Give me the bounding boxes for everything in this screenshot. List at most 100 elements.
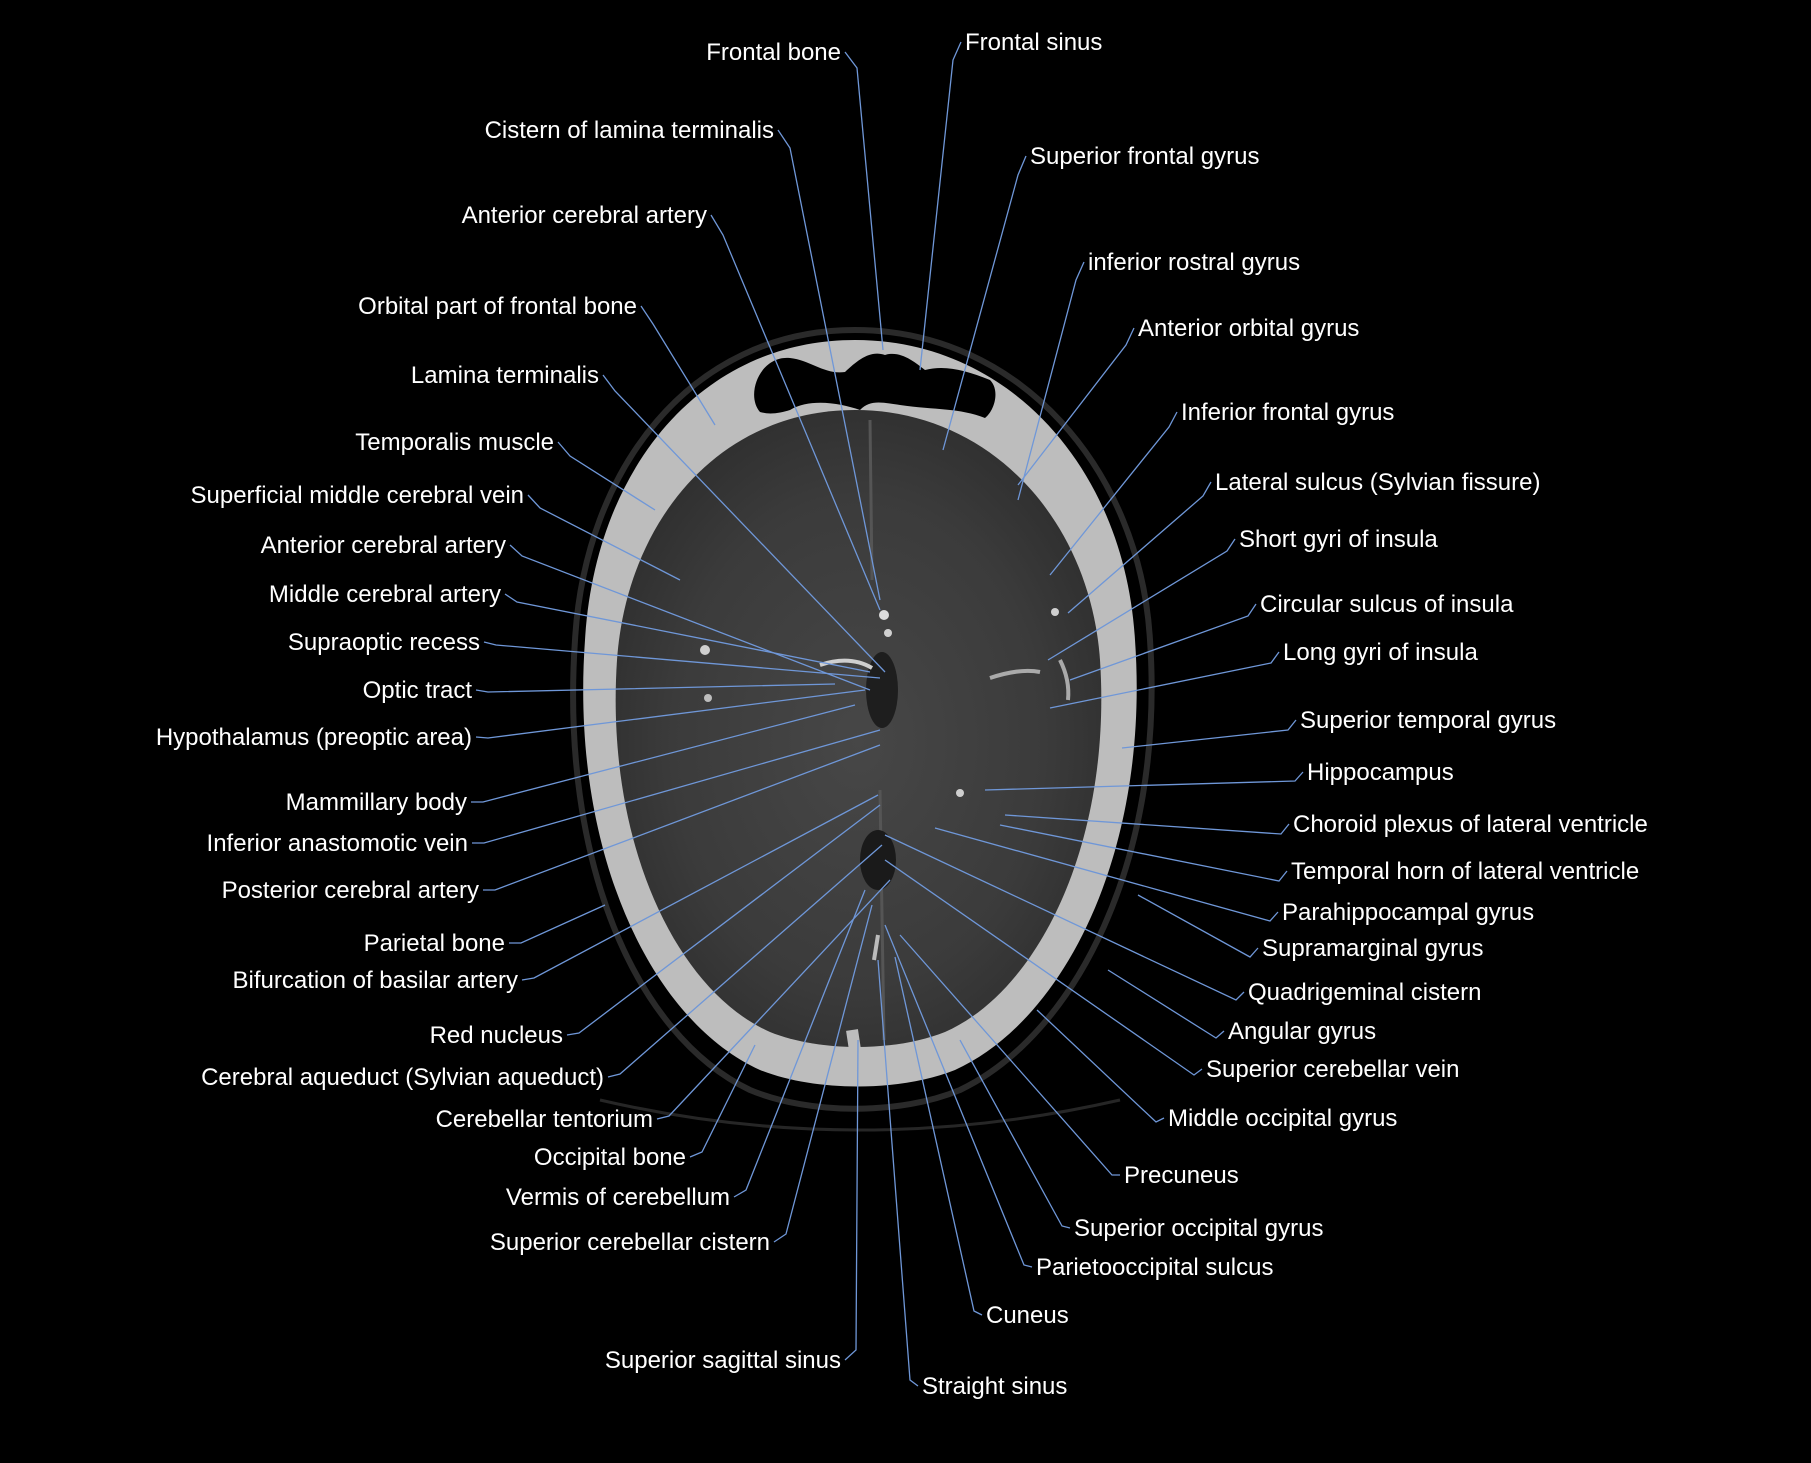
midbrain-region xyxy=(866,652,898,728)
frontal-sinus-air xyxy=(754,353,996,418)
vessel-spot xyxy=(704,694,712,702)
leader-line-optic-tract xyxy=(475,683,836,693)
leader-line-choroid-plexus-of-lateral-ventricle xyxy=(1004,814,1290,835)
vessel-spot xyxy=(956,789,964,797)
leader-line-quadrigeminal-cistern xyxy=(884,834,1245,1001)
label-optic-tract: Optic tract xyxy=(363,677,473,704)
label-angular-gyrus: Angular gyrus xyxy=(1228,1018,1376,1045)
label-quadrigeminal-cistern: Quadrigeminal cistern xyxy=(1248,979,1481,1006)
leader-line-inferior-frontal-gyrus xyxy=(1049,411,1178,576)
label-frontal-bone: Frontal bone xyxy=(706,39,841,66)
leader-line-anterior-cerebral-artery xyxy=(509,544,871,691)
label-anterior-cerebral-artery: Anterior cerebral artery xyxy=(261,532,506,559)
leader-line-middle-occipital-gyrus xyxy=(1036,1009,1165,1123)
leader-line-orbital-part-of-frontal-bone xyxy=(640,305,716,426)
leader-line-inferior-rostral-gyrus xyxy=(1017,261,1085,501)
leader-line-supraoptic-recess xyxy=(483,641,881,679)
label-superior-frontal-gyrus: Superior frontal gyrus xyxy=(1030,143,1259,170)
leader-line-cerebral-aqueduct-sylvian-aqueduct xyxy=(607,844,883,1078)
label-posterior-cerebral-artery: Posterior cerebral artery xyxy=(222,877,479,904)
label-temporalis-muscle: Temporalis muscle xyxy=(355,429,554,456)
leader-line-circular-sulcus-of-insula xyxy=(1069,603,1257,681)
headrest-line xyxy=(599,1098,1121,1132)
vessel-line xyxy=(1058,659,1071,701)
label-circular-sulcus-of-insula: Circular sulcus of insula xyxy=(1260,591,1514,618)
leader-line-inferior-anastomotic-vein xyxy=(472,729,881,844)
label-red-nucleus: Red nucleus xyxy=(430,1022,563,1049)
leader-line-short-gyri-of-insula xyxy=(1047,538,1236,661)
leader-line-superior-occipital-gyrus xyxy=(959,1039,1071,1229)
leader-line-anterior-orbital-gyrus xyxy=(1017,327,1135,486)
label-superior-occipital-gyrus: Superior occipital gyrus xyxy=(1074,1215,1323,1242)
label-parahippocampal-gyrus: Parahippocampal gyrus xyxy=(1282,899,1534,926)
leader-line-angular-gyrus xyxy=(1107,969,1225,1039)
label-temporal-horn-of-lateral-ventricle: Temporal horn of lateral ventricle xyxy=(1291,858,1639,885)
leader-line-precuneus xyxy=(899,934,1120,1176)
label-lamina-terminalis: Lamina terminalis xyxy=(411,362,599,389)
leader-line-temporalis-muscle xyxy=(557,441,656,511)
leader-line-posterior-cerebral-artery xyxy=(483,744,881,891)
label-straight-sinus: Straight sinus xyxy=(922,1373,1067,1400)
leader-line-superior-frontal-gyrus xyxy=(942,155,1027,451)
leader-line-lateral-sulcus-sylvian-fissure xyxy=(1067,481,1212,614)
label-vermis-of-cerebellum: Vermis of cerebellum xyxy=(506,1184,730,1211)
label-cerebellar-tentorium: Cerebellar tentorium xyxy=(436,1106,653,1133)
label-hypothalamus-preoptic-area: Hypothalamus (preoptic area) xyxy=(156,724,472,751)
leader-line-lamina-terminalis xyxy=(602,374,886,673)
label-superior-sagittal-sinus: Superior sagittal sinus xyxy=(605,1347,841,1374)
label-superior-cerebellar-cistern: Superior cerebellar cistern xyxy=(490,1229,770,1256)
leader-line-parietooccipital-sulcus xyxy=(884,924,1033,1268)
ct-scan-image xyxy=(570,326,1155,1132)
leader-line-mammillary-body xyxy=(471,704,856,803)
label-choroid-plexus-of-lateral-ventricle: Choroid plexus of lateral ventricle xyxy=(1293,811,1648,838)
leader-line-bifurcation-of-basilar-artery xyxy=(521,794,879,981)
falx-posterior xyxy=(846,1029,864,1071)
leader-line-superior-cerebellar-vein xyxy=(884,859,1203,1076)
label-parietooccipital-sulcus: Parietooccipital sulcus xyxy=(1036,1254,1273,1281)
label-hippocampus: Hippocampus xyxy=(1307,759,1454,786)
vessel-line xyxy=(872,934,880,961)
leader-lines xyxy=(471,41,1304,1387)
leader-line-middle-cerebral-artery xyxy=(504,593,871,673)
label-bifurcation-of-basilar-artery: Bifurcation of basilar artery xyxy=(233,967,518,994)
leader-line-frontal-bone xyxy=(844,51,884,351)
label-anterior-cerebral-artery: Anterior cerebral artery xyxy=(462,202,707,229)
vessel-spot xyxy=(700,645,710,655)
brain-parenchyma xyxy=(615,410,1102,1047)
label-superior-cerebellar-vein: Superior cerebellar vein xyxy=(1206,1056,1459,1083)
quadrigeminal-region xyxy=(860,830,896,890)
leader-line-anterior-cerebral-artery xyxy=(710,214,881,611)
label-supramarginal-gyrus: Supramarginal gyrus xyxy=(1262,935,1483,962)
leader-line-cistern-of-lamina-terminalis xyxy=(777,129,881,601)
label-supraoptic-recess: Supraoptic recess xyxy=(288,629,480,656)
vessel-spot xyxy=(1051,608,1059,616)
label-middle-occipital-gyrus: Middle occipital gyrus xyxy=(1168,1105,1397,1132)
scalp-outline xyxy=(570,326,1155,1112)
label-short-gyri-of-insula: Short gyri of insula xyxy=(1239,526,1438,553)
label-anterior-orbital-gyrus: Anterior orbital gyrus xyxy=(1138,315,1359,342)
vessel-spot xyxy=(879,610,889,620)
leader-line-superficial-middle-cerebral-vein xyxy=(527,494,681,581)
label-superficial-middle-cerebral-vein: Superficial middle cerebral vein xyxy=(191,482,525,509)
label-precuneus: Precuneus xyxy=(1124,1162,1239,1189)
label-occipital-bone: Occipital bone xyxy=(534,1144,686,1171)
leader-line-long-gyri-of-insula xyxy=(1049,651,1280,709)
leader-line-hippocampus xyxy=(984,771,1304,791)
label-lateral-sulcus-sylvian-fissure: Lateral sulcus (Sylvian fissure) xyxy=(1215,469,1540,496)
leader-line-red-nucleus xyxy=(566,804,881,1036)
leader-line-cerebellar-tentorium xyxy=(656,879,891,1120)
label-mammillary-body: Mammillary body xyxy=(286,789,467,816)
vessel-line xyxy=(989,668,1041,680)
label-inferior-anastomotic-vein: Inferior anastomotic vein xyxy=(207,830,468,857)
label-parietal-bone: Parietal bone xyxy=(364,930,505,957)
label-middle-cerebral-artery: Middle cerebral artery xyxy=(269,581,501,608)
leader-line-superior-temporal-gyrus xyxy=(1121,719,1297,749)
leader-line-temporal-horn-of-lateral-ventricle xyxy=(999,824,1288,882)
label-inferior-frontal-gyrus: Inferior frontal gyrus xyxy=(1181,399,1394,426)
label-cuneus: Cuneus xyxy=(986,1302,1069,1329)
label-long-gyri-of-insula: Long gyri of insula xyxy=(1283,639,1478,666)
vessel-spot xyxy=(884,629,892,637)
leader-line-parietal-bone xyxy=(509,904,606,944)
